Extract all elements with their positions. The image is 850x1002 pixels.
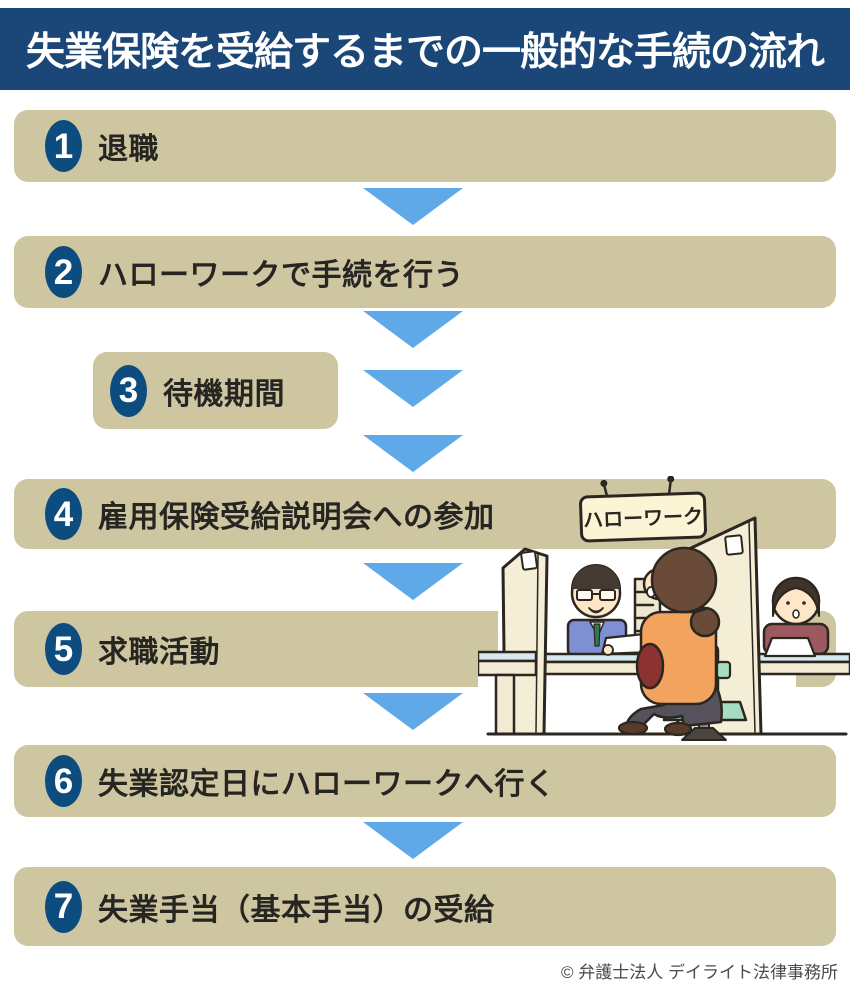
step-row-2: 2 ハローワークで手続を行う: [14, 236, 836, 308]
down-arrow-icon: [363, 311, 463, 348]
step-label: 雇用保険受給説明会への参加: [98, 501, 495, 534]
step-label: 求職活動: [98, 636, 220, 669]
step-row-3: 3 待機期間: [93, 352, 338, 429]
step-number-badge: 5: [45, 623, 82, 675]
hellowork-office-illustration: ハローワーク: [478, 476, 850, 741]
step-number-badge: 1: [45, 120, 82, 172]
page-header: 失業保険を受給するまでの一般的な手続の流れ: [0, 8, 850, 90]
step-number-badge: 4: [45, 488, 82, 540]
page-title: 失業保険を受給するまでの一般的な手続の流れ: [25, 31, 825, 74]
down-arrow-icon: [363, 563, 463, 600]
paper-sheet: [600, 632, 654, 656]
step-row-1: 1 退職: [14, 110, 836, 182]
step-label: ハローワークで手続を行う: [98, 259, 464, 292]
step-number-badge: 2: [45, 246, 82, 298]
step-label: 退職: [98, 133, 159, 166]
step-row-6: 6 失業認定日にハローワークへ行く: [14, 745, 836, 817]
hellowork-sign-text: ハローワーク: [583, 505, 704, 532]
seated-woman: [617, 546, 723, 737]
down-arrow-icon: [363, 822, 463, 859]
down-arrow-icon: [363, 435, 463, 472]
counter-end: [478, 650, 538, 736]
down-arrow-icon: [363, 188, 463, 225]
step-number-badge: 3: [110, 364, 147, 417]
down-arrow-icon: [363, 370, 463, 407]
step-label: 失業認定日にハローワークへ行く: [98, 768, 556, 801]
paper-sheet: [763, 636, 817, 658]
step-label: 待機期間: [163, 377, 285, 411]
step-number-badge: 7: [45, 880, 82, 933]
step-row-7: 7 失業手当（基本手当）の受給: [14, 867, 836, 946]
down-arrow-icon: [363, 693, 463, 730]
step-label: 失業手当（基本手当）の受給: [98, 893, 495, 927]
hellowork-sign: ハローワーク: [579, 476, 708, 543]
copyright-text: © 弁護士法人 デイライト法律事務所: [561, 963, 838, 982]
step-number-badge: 6: [45, 755, 82, 807]
